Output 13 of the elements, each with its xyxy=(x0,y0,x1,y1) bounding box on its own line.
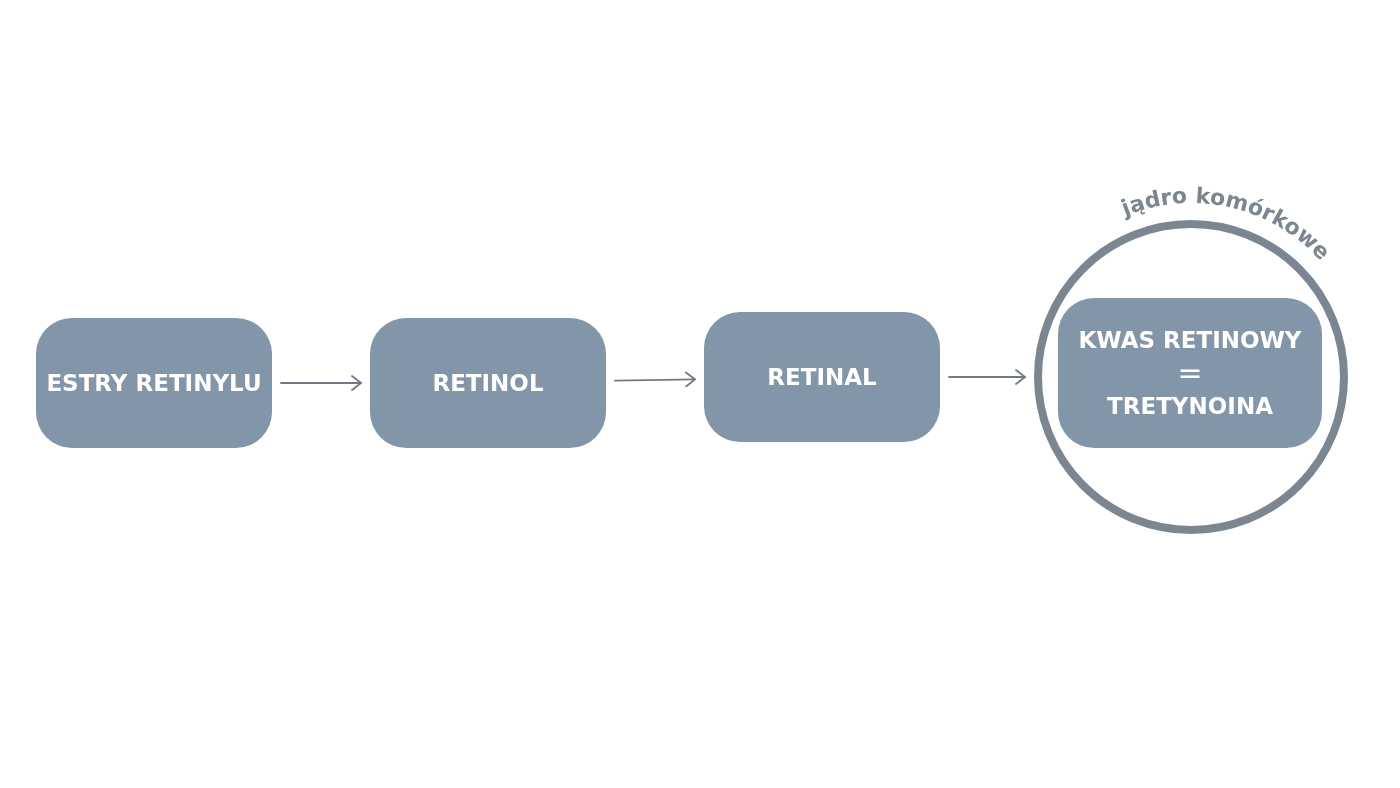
arrow xyxy=(280,375,362,391)
arrow xyxy=(948,369,1026,385)
rounded-box xyxy=(370,318,606,448)
arrow xyxy=(614,371,696,388)
box-label: RETINOL xyxy=(432,369,544,397)
box-label: ESTRY RETINYLU xyxy=(46,369,262,397)
box-label: RETINAL xyxy=(767,363,877,391)
rounded-box xyxy=(704,312,940,442)
rounded-box xyxy=(1058,298,1322,448)
box-label: = xyxy=(1177,358,1203,388)
rounded-box xyxy=(36,318,272,448)
box-label: KWAS RETINOWY xyxy=(1078,326,1302,354)
box-label: TRETYNOINA xyxy=(1107,392,1273,420)
